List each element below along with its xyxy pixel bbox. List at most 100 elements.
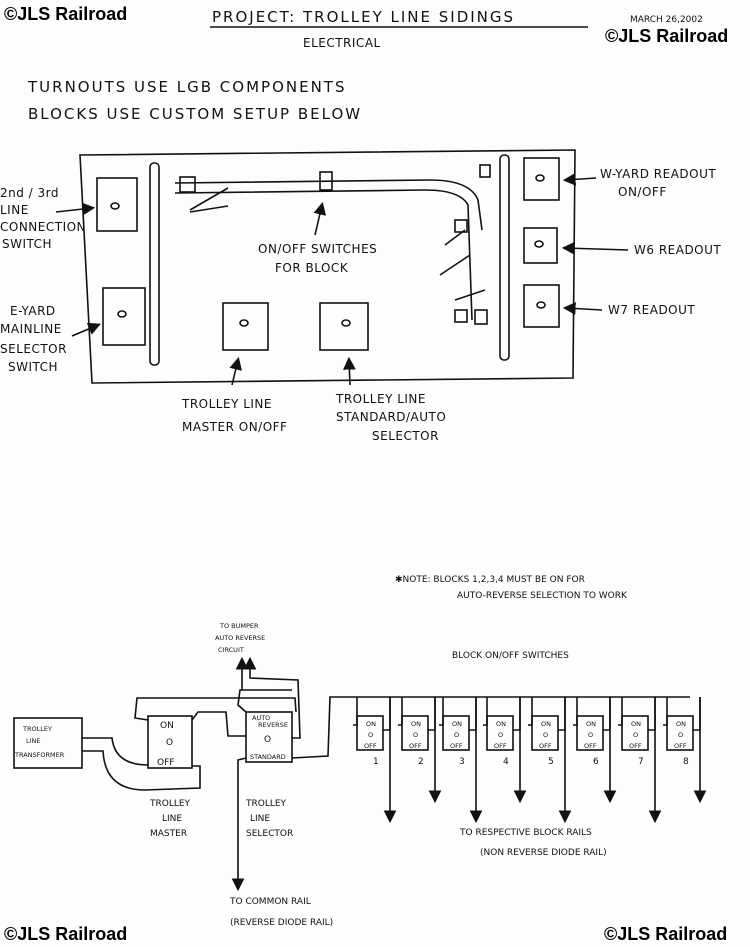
- control-panel: [79, 149, 576, 384]
- label-text: TROLLEY: [149, 799, 191, 809]
- selector-switch: AUTO REVERSE O STANDARD: [245, 711, 293, 763]
- label-text: CONNECTION: [0, 220, 86, 234]
- block-switch-box[interactable]: [401, 715, 429, 751]
- label-text: LINE: [162, 814, 182, 824]
- block-number: 5: [548, 757, 554, 767]
- watermark-top-left: ©JLS Railroad: [4, 4, 127, 24]
- block-switch-box[interactable]: [531, 715, 559, 751]
- block-number: 6: [593, 757, 599, 767]
- switch-w6[interactable]: [523, 227, 558, 264]
- label-bumper: TO BUMPER AUTO REVERSE CIRCUIT: [215, 622, 265, 654]
- note-turnouts: TURNOUTS USE LGB COMPONENTS: [27, 78, 347, 96]
- block-number: 3: [459, 757, 465, 767]
- label-wyard-onoff: ON/OFF: [618, 185, 667, 199]
- label-text: SELECTOR: [372, 429, 439, 443]
- label-common-rail: TO COMMON RAIL: [229, 897, 311, 907]
- label-text: LINE: [0, 203, 29, 217]
- switch-master[interactable]: [222, 302, 269, 351]
- block-switch-off: OFF: [674, 742, 687, 750]
- block-switch-on: ON: [411, 720, 421, 728]
- block-switch-off: OFF: [629, 742, 642, 750]
- label-text: SWITCH: [2, 237, 52, 251]
- block-switch-7: ON O OFF 7: [618, 697, 662, 824]
- label-text: E-YARD: [10, 304, 56, 318]
- watermark-bottom-left: ©JLS Railroad: [4, 924, 127, 944]
- label-text: AUTO: [252, 714, 270, 722]
- watermark-top-right: ©JLS Railroad: [605, 26, 728, 46]
- label-reverse-diode: (REVERSE DIODE RAIL): [230, 918, 333, 928]
- label-block-rails: TO RESPECTIVE BLOCK RAILS: [459, 828, 592, 838]
- label-block-switches: ON/OFF SWITCHES FOR BLOCK: [258, 242, 377, 275]
- block-switch-off: OFF: [409, 742, 422, 750]
- label-text: ON: [160, 721, 174, 731]
- label-text: STANDARD: [250, 753, 286, 761]
- label-text: TO BUMPER: [219, 622, 259, 630]
- label-text: TROLLEY LINE: [335, 392, 426, 406]
- label-w6: W6 READOUT: [634, 243, 721, 257]
- block-number: 7: [638, 757, 644, 767]
- block-switch-on: ON: [496, 720, 506, 728]
- block-number: 2: [418, 757, 424, 767]
- block-switch-on: ON: [452, 720, 462, 728]
- block-switch-off: OFF: [450, 742, 463, 750]
- note-blocks: BLOCKS USE CUSTOM SETUP BELOW: [28, 105, 362, 123]
- block-switch-box[interactable]: [356, 715, 384, 751]
- block-switch-box[interactable]: [621, 715, 649, 751]
- label-text: FOR BLOCK: [275, 261, 349, 275]
- block-switch-2: ON O OFF 2: [398, 697, 442, 804]
- block-number: 4: [503, 757, 509, 767]
- switch-eyard[interactable]: [102, 287, 146, 346]
- switch-selector[interactable]: [319, 302, 369, 351]
- block-switch-off: OFF: [494, 742, 507, 750]
- label-text: TROLLEY: [245, 799, 287, 809]
- watermark-bottom-right: ©JLS Railroad: [604, 924, 727, 944]
- label-eyard-switch: E-YARD MAINLINE SELECTOR SWITCH: [0, 304, 67, 374]
- label-text: OFF: [157, 758, 174, 768]
- label-text: TRANSFORMER: [14, 751, 65, 759]
- label-master: TROLLEY LINE MASTER ON/OFF: [181, 397, 287, 434]
- block-switch-mid: O: [413, 731, 418, 739]
- block-switch-on: ON: [586, 720, 596, 728]
- block-number: 8: [683, 757, 689, 767]
- label-text: REVERSE: [258, 721, 288, 729]
- block-switch-off: OFF: [584, 742, 597, 750]
- label-text: SWITCH: [8, 360, 58, 374]
- label-text: SELECTOR: [246, 829, 293, 839]
- transformer: TROLLEY LINE TRANSFORMER: [13, 717, 83, 769]
- block-switch-box[interactable]: [486, 715, 514, 751]
- label-w7: W7 READOUT: [608, 303, 695, 317]
- block-switch-on: ON: [541, 720, 551, 728]
- note-line2: AUTO-REVERSE SELECTION TO WORK: [457, 591, 628, 601]
- switch-wyard[interactable]: [523, 157, 560, 201]
- label-text: LINE: [250, 814, 270, 824]
- block-switch-mid: O: [633, 731, 638, 739]
- block-switches: ONOOFF1ONOOFF2ONOOFF3ONOOFF4ONOOFF5ONOOF…: [353, 697, 707, 824]
- block-switch-box[interactable]: [666, 715, 694, 751]
- block-switch-on: ON: [676, 720, 686, 728]
- note-line1: ✱NOTE: BLOCKS 1,2,3,4 MUST BE ON FOR: [395, 575, 585, 585]
- switch-w7[interactable]: [523, 284, 560, 328]
- date-label: MARCH 26,2002: [630, 15, 703, 25]
- block-switch-box[interactable]: [576, 715, 604, 751]
- label-conn-switch: 2nd / 3rd LINE CONNECTION SWITCH: [0, 186, 86, 251]
- label-selector: TROLLEY LINE STANDARD/AUTO SELECTOR: [335, 392, 446, 443]
- label-text: AUTO REVERSE: [215, 634, 265, 642]
- label-text: O: [264, 735, 271, 745]
- blocks-title: BLOCK ON/OFF SWITCHES: [452, 651, 569, 661]
- block-switch-box[interactable]: [442, 715, 470, 751]
- block-switch-mid: O: [543, 731, 548, 739]
- master-switch: ON O OFF: [147, 715, 193, 769]
- block-switch-mid: O: [368, 731, 373, 739]
- block-switch-on: ON: [366, 720, 376, 728]
- label-text: SELECTOR: [0, 342, 67, 356]
- block-switch-on: ON: [631, 720, 641, 728]
- label-text: LINE: [26, 737, 41, 745]
- switch-conn[interactable]: [96, 177, 138, 232]
